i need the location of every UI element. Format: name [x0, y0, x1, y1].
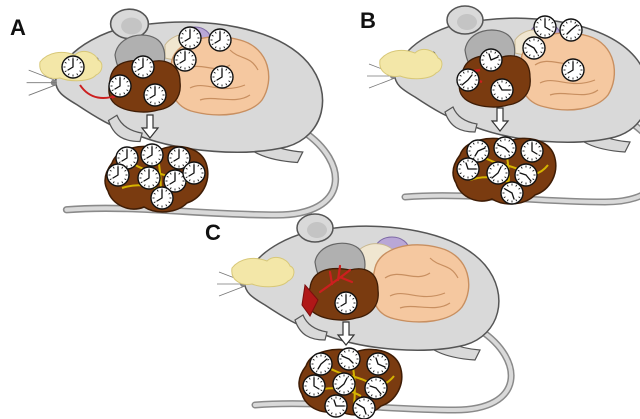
panel-label-c: C [205, 220, 221, 245]
clock-icon [561, 58, 585, 82]
panel-a: A [10, 9, 335, 215]
blood-vessel [318, 264, 354, 294]
clock-icon [61, 55, 85, 79]
liver-detail-b [452, 136, 557, 205]
clock-icon [533, 15, 557, 39]
arrow-down-icon [490, 107, 510, 132]
liver-detail-a [104, 143, 209, 213]
arrow-down-icon [140, 114, 160, 139]
clock-icon [490, 78, 514, 102]
arrow-down-icon [336, 321, 356, 346]
clock-icon [210, 65, 234, 89]
panel-label-b: B [360, 8, 376, 33]
clock-icon [173, 48, 197, 72]
panel-label-a: A [10, 15, 26, 40]
clock-icon [178, 26, 202, 50]
panel-b: B [360, 6, 640, 204]
clock-icon [456, 68, 480, 92]
clock-icon [334, 291, 358, 315]
brain-icon [231, 256, 295, 288]
clock-icon [108, 74, 132, 98]
clock-icon [131, 55, 155, 79]
clock-icon [143, 83, 167, 107]
brain-icon [379, 48, 443, 80]
clock-icon [479, 48, 503, 72]
blood-vessel [301, 283, 319, 317]
clock-icon [559, 18, 583, 42]
clock-icon [208, 28, 232, 52]
intestine [371, 244, 470, 323]
panel-c: C [205, 214, 511, 419]
liver-detail-c [298, 347, 403, 419]
clock-icon [522, 36, 546, 60]
